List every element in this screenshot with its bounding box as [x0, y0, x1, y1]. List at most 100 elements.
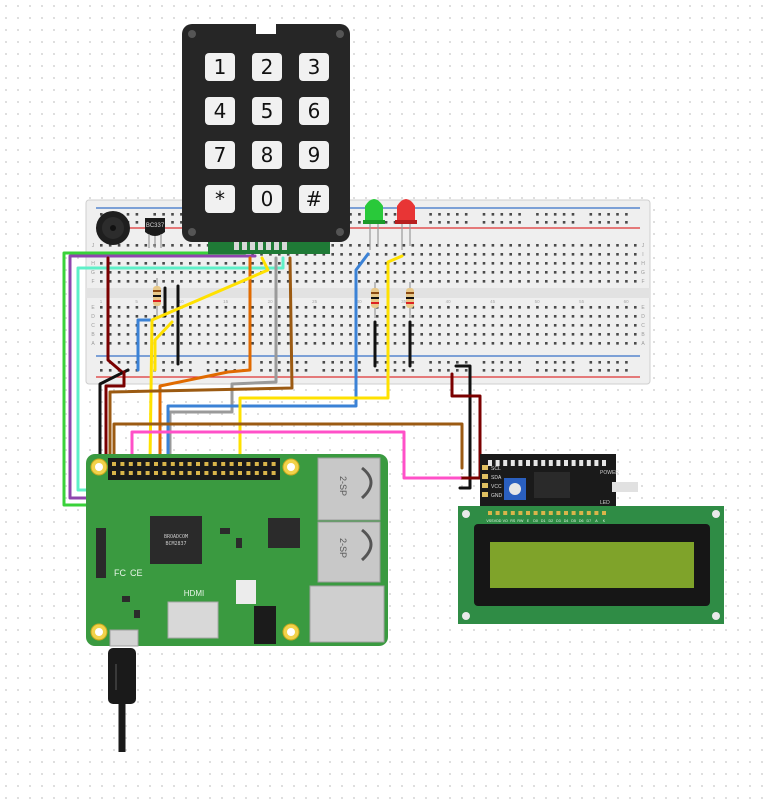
backpack-header-pin — [594, 460, 599, 466]
row-letter-r-bot-4: A — [641, 341, 645, 347]
keypad-pin — [242, 242, 247, 250]
soc-label-2: BCM2837 — [165, 541, 186, 547]
display-connector — [96, 528, 106, 578]
lcd-pin-label: VO — [503, 519, 508, 523]
key-label: 7 — [214, 143, 227, 167]
key-7: 7 — [205, 141, 235, 169]
lcd-pin — [594, 511, 599, 515]
soc-label-1: BROADCOM — [164, 534, 188, 540]
i2c-pin-vcc — [482, 483, 488, 488]
row-letter-l-top-4: F — [91, 279, 94, 285]
lcd-pin — [503, 511, 508, 515]
key-9: 9 — [299, 141, 329, 169]
ce-mark: CE — [130, 568, 143, 578]
i2c-pin-label: GND — [491, 493, 503, 499]
column-number: 40 — [446, 299, 452, 304]
key-label: 9 — [308, 143, 321, 167]
column-number: 50 — [535, 299, 541, 304]
keypad-connector-pins — [234, 242, 287, 250]
row-letter-r-bot-1: D — [641, 314, 645, 320]
wire-black-6 — [98, 368, 130, 464]
lcd-pin-label: E — [527, 519, 530, 523]
backpack-header-pin — [510, 460, 515, 466]
micro-usb-port — [109, 629, 139, 647]
i2c-pin-gnd — [482, 492, 488, 497]
lcd-pin — [526, 511, 530, 515]
wire-brown-1 — [108, 256, 294, 464]
camera-connector — [236, 580, 256, 604]
i2c-top-pins — [488, 460, 606, 466]
wire-darkred-1 — [106, 256, 124, 374]
wire-darkred-3 — [104, 370, 126, 464]
lcd-pin-label: D6 — [579, 519, 584, 523]
i2c-pin-label: SDA — [491, 475, 502, 481]
key-6: 6 — [299, 97, 329, 125]
backpack-header-pin — [533, 460, 538, 466]
backpack-header-pin — [541, 460, 546, 466]
lcd-pin — [556, 511, 561, 515]
row-letter-r-top-0: J — [642, 243, 645, 249]
hdmi-label: HDMI — [184, 589, 204, 598]
usb-port-2 — [317, 521, 381, 583]
lcd-pin-label: A — [595, 519, 598, 523]
usb-label-1: 2-SP — [338, 476, 348, 496]
lcd-pin — [510, 511, 515, 515]
key-label: 8 — [261, 143, 274, 167]
i2c-pin-label: VCC — [491, 484, 502, 490]
pcf8574-chip — [534, 472, 570, 498]
key-label: 1 — [214, 55, 227, 79]
lcd-pin — [518, 511, 523, 515]
lcd-pin — [495, 511, 500, 515]
backpack-header-pin — [526, 460, 530, 466]
wire-orange — [158, 256, 252, 464]
jumper-label: LED — [600, 500, 610, 506]
column-number: 15 — [223, 299, 229, 304]
transistor-label: BC337 — [146, 223, 165, 229]
backpack-header-pin — [602, 460, 606, 466]
row-letter-r-bot-2: C — [641, 323, 645, 329]
backpack-header-pin — [564, 460, 568, 466]
lcd-pin-label: D1 — [541, 519, 546, 523]
wire-yellow-3 — [238, 254, 404, 464]
wire-brown-2 — [112, 422, 464, 470]
column-number: 25 — [312, 299, 318, 304]
lcd-pin-label: D3 — [556, 519, 561, 523]
audio-jack — [254, 606, 276, 644]
lcd-pin — [488, 511, 492, 515]
key-label: # — [306, 187, 323, 211]
column-number: 1 — [100, 299, 103, 304]
keypad-pin — [234, 242, 239, 250]
key-2: 2 — [252, 53, 282, 81]
row-letter-r-bot-0: E — [641, 305, 645, 311]
lcd-pin-label: D5 — [571, 519, 576, 523]
lcd-pin — [579, 511, 584, 515]
row-letter-l-bot-4: A — [91, 341, 95, 347]
keypad-pin — [282, 242, 287, 250]
hdmi-port — [167, 601, 219, 639]
key-label: 5 — [261, 99, 274, 123]
backpack-header-pin — [548, 460, 553, 466]
column-number: 10 — [179, 299, 185, 304]
backpack-header-pin — [586, 460, 591, 466]
wire-gray — [168, 256, 278, 464]
row-letter-l-bot-1: D — [91, 314, 95, 320]
resistor-2 — [371, 282, 379, 318]
soc-chip — [150, 516, 202, 564]
breadboard-holes — [100, 213, 637, 372]
keypad-pin — [266, 242, 271, 250]
key-3: 3 — [299, 53, 329, 81]
row-letter-r-bot-3: B — [641, 332, 645, 338]
backpack-header-pin — [495, 460, 500, 466]
row-letter-l-top-3: G — [91, 270, 95, 276]
key-label: * — [215, 187, 225, 211]
key-star: * — [205, 185, 235, 213]
key-label: 0 — [261, 187, 274, 211]
raspberry-pi-board: BROADCOM BCM2837 2-SP 2-SP HDMI FC CE — [86, 454, 388, 647]
